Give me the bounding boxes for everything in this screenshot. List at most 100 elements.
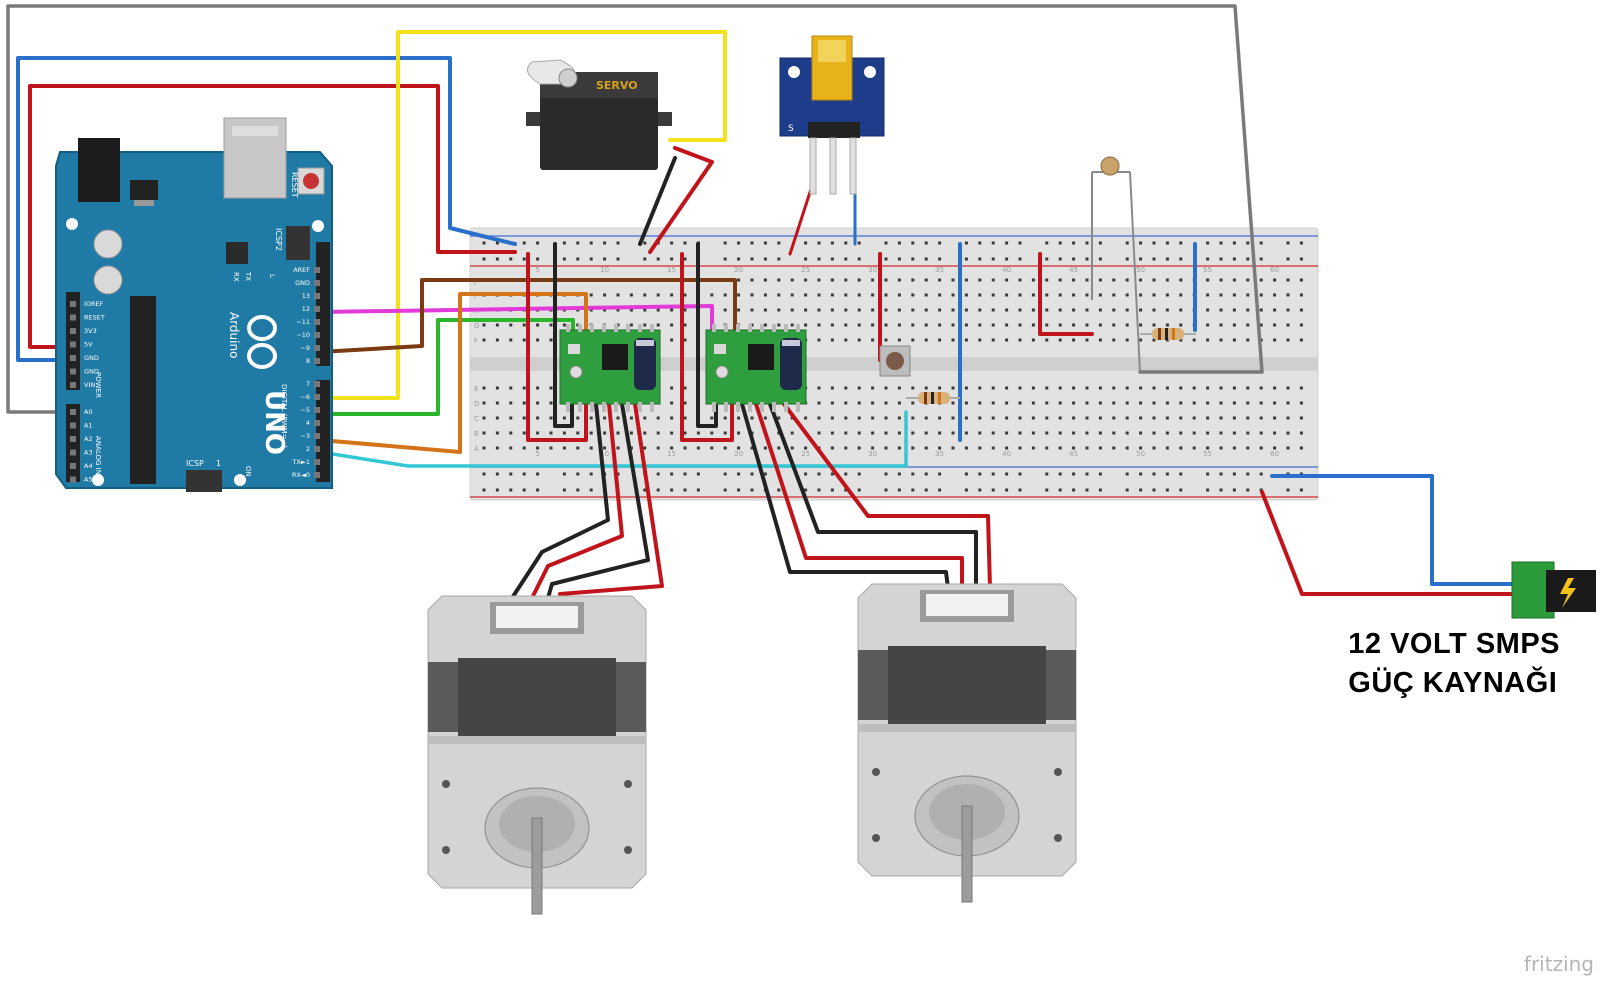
header-pin[interactable] [314, 407, 320, 413]
stepper-driver-2 [705, 324, 807, 412]
icsp-pin-label: 1 [216, 459, 221, 468]
wire-red-psu[interactable] [1260, 490, 1520, 596]
wire-m2-b[interactable] [754, 402, 964, 590]
pin-label: GND [84, 354, 99, 362]
breadboard-row-letter: B [474, 430, 479, 438]
header-pin[interactable] [70, 328, 76, 334]
stepper-motor-1 [427, 595, 647, 915]
power-header-label: POWER [94, 372, 102, 398]
header-pin[interactable] [314, 446, 320, 452]
header-pin[interactable] [70, 382, 76, 388]
breadboard-column-number: 25 [801, 266, 810, 274]
header-pin[interactable] [70, 463, 76, 469]
pin-label: ~11 [296, 318, 310, 326]
header-pin[interactable] [314, 420, 320, 426]
pin-label: GND [84, 368, 99, 376]
resistor-2 [1140, 328, 1196, 340]
push-button[interactable] [879, 345, 911, 377]
breadboard-column-number: 50 [1136, 450, 1145, 458]
header-pin[interactable] [314, 319, 320, 325]
pin-label: A4 [84, 462, 93, 470]
wire-brown-9[interactable] [318, 278, 737, 354]
pin-label: A5 [84, 476, 93, 484]
pin-label: 4 [306, 419, 310, 427]
reset-label: RESET [290, 172, 299, 198]
header-pin[interactable] [70, 314, 76, 321]
header-pin[interactable] [70, 355, 76, 361]
header-pin[interactable] [314, 433, 320, 439]
analog-header-label: ANALOG IN [94, 436, 102, 475]
wire-m2-d[interactable] [782, 402, 992, 590]
pin-label: 13 [302, 292, 310, 300]
wire-m2-a[interactable] [740, 402, 950, 590]
wire-blue-psu[interactable] [1270, 474, 1520, 586]
header-pin[interactable] [70, 436, 76, 442]
wire-gray-a0-ldr[interactable] [6, 4, 1264, 414]
wire-black-driver1[interactable] [553, 242, 574, 428]
header-pin[interactable] [314, 293, 320, 299]
header-pin[interactable] [70, 449, 76, 456]
pin-label: ~6 [300, 393, 310, 401]
pin-label: GND [295, 279, 310, 287]
pin-label: A1 [84, 422, 93, 430]
header-pin[interactable] [70, 409, 76, 415]
wire-black-driver2[interactable] [696, 242, 718, 428]
wire-cyan-2[interactable] [318, 410, 908, 468]
breadboard-column-number: 10 [600, 450, 609, 458]
header-pin[interactable] [314, 345, 320, 351]
header-pin[interactable] [70, 301, 76, 307]
wire-m1-b[interactable] [530, 402, 624, 600]
digital-header-bottom [316, 380, 330, 482]
wire-red-5v[interactable] [28, 84, 517, 349]
header-pin[interactable] [314, 306, 320, 312]
header-pin[interactable] [314, 381, 320, 387]
l-label: L [268, 274, 276, 278]
header-pin[interactable] [70, 341, 76, 348]
wire-red-ldr[interactable] [1038, 252, 1094, 336]
pin-label: 8 [306, 357, 310, 365]
breadboard-row-letter: G [474, 322, 479, 330]
photoresistor-ldr [1091, 156, 1141, 373]
stepper-motor-2 [857, 583, 1077, 903]
header-pin[interactable] [314, 358, 320, 364]
breadboard-column-number: 20 [734, 450, 743, 458]
pin-label: 7 [306, 380, 310, 388]
header-pin[interactable] [70, 422, 76, 429]
breadboard-column-number: 35 [935, 450, 944, 458]
icsp-header [186, 470, 222, 492]
wire-m1-c[interactable] [546, 402, 650, 600]
header-pin[interactable] [314, 459, 320, 465]
arduino-model: UNO [259, 390, 289, 455]
pin-label: 3V3 [84, 327, 97, 335]
header-pin[interactable] [314, 267, 320, 273]
header-pin[interactable] [314, 472, 320, 478]
header-pin[interactable] [314, 394, 320, 400]
header-pin[interactable] [314, 280, 320, 286]
servo-motor: SERVO [526, 59, 672, 170]
wire-red-servo[interactable] [648, 146, 714, 254]
header-pin[interactable] [70, 476, 76, 483]
wire-black-servo[interactable] [638, 156, 677, 246]
wire-red-module[interactable] [788, 184, 814, 256]
wire-orange-3[interactable] [318, 292, 588, 454]
dc-jack [78, 138, 120, 202]
wire-red-driver1[interactable] [526, 252, 588, 442]
header-pin[interactable] [70, 368, 76, 375]
wire-red-driver2[interactable] [680, 252, 734, 442]
wire-magenta-12[interactable] [318, 304, 714, 332]
wire-green-5[interactable] [318, 318, 575, 416]
stepper-driver-1 [559, 324, 661, 412]
wire-m2-c[interactable] [768, 402, 978, 590]
wire-blue-gnd[interactable] [16, 56, 517, 362]
breadboard-column-number: 60 [1270, 450, 1279, 458]
power-supply-label: 12 VOLT SMPS GÜÇ KAYNAĞI [1348, 628, 1560, 700]
header-pin[interactable] [314, 332, 320, 338]
power-supply-label-line2: GÜÇ KAYNAĞI [1348, 667, 1558, 699]
wire-m1-a[interactable] [510, 402, 610, 600]
wire-yellow-servo[interactable] [318, 30, 727, 400]
